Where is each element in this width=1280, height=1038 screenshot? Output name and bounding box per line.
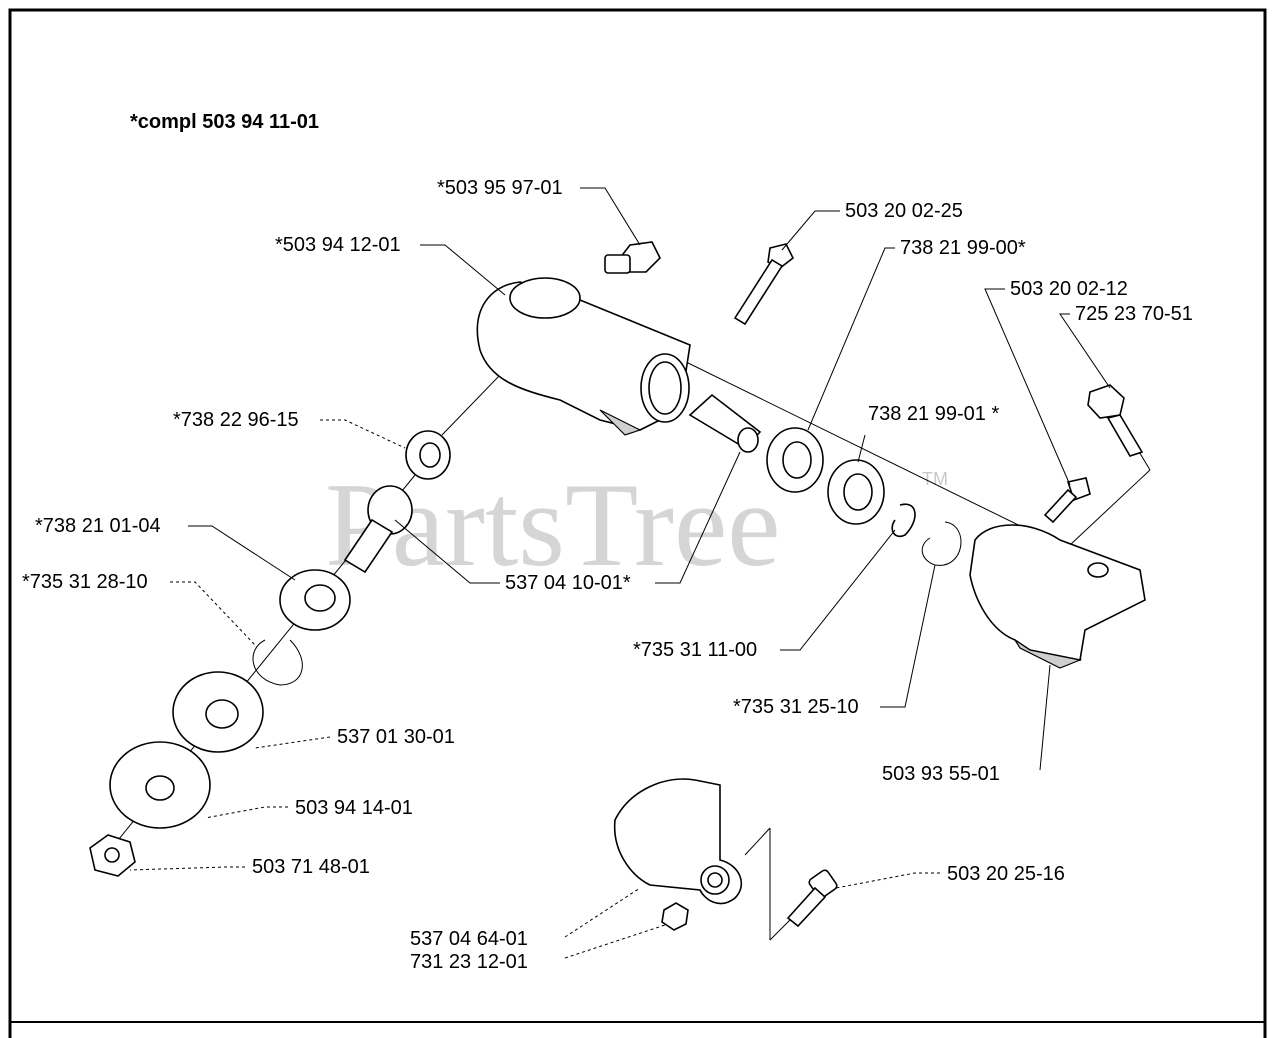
label-503200212[interactable]: 503 20 02-12	[1010, 278, 1128, 300]
label-731231201[interactable]: 731 23 12-01	[410, 951, 528, 973]
label-537046401[interactable]: 537 04 64-01	[410, 928, 528, 950]
screw-part-503202516[interactable]	[786, 869, 838, 928]
label-503714801[interactable]: 503 71 48-01	[252, 856, 370, 878]
label-503200225[interactable]: 503 20 02-25	[845, 200, 963, 222]
label-725237051[interactable]: 725 23 70-51	[1075, 303, 1193, 325]
assembly-title: *compl 503 94 11-01	[130, 111, 319, 133]
label-503941401[interactable]: 503 94 14-01	[295, 797, 413, 819]
label-503959701[interactable]: *503 95 97-01	[437, 177, 563, 199]
label-738219901[interactable]: 738 21 99-01 *	[868, 403, 999, 425]
label-738219900[interactable]: 738 21 99-00*	[900, 237, 1026, 259]
clamp-part-537046401[interactable]	[613, 778, 743, 905]
flange-part-537013001[interactable]	[172, 671, 264, 753]
label-735312810[interactable]: *735 31 28-10	[22, 571, 148, 593]
label-503935501[interactable]: 503 93 55-01	[882, 763, 1000, 785]
screw-part-503200212[interactable]	[1043, 477, 1091, 524]
leader-lines	[129, 187, 1111, 959]
bolt-part-725237051[interactable]	[1087, 384, 1144, 457]
bearing-part-738210104[interactable]	[279, 569, 351, 631]
watermark-tm: TM	[922, 469, 948, 489]
label-537013001[interactable]: 537 01 30-01	[337, 726, 455, 748]
nut-part-731231201[interactable]	[661, 902, 689, 931]
bearing-part-738219900[interactable]	[766, 427, 824, 493]
pinion-part-537041001a[interactable]	[688, 393, 762, 453]
circlip-part-735312810[interactable]	[252, 639, 303, 686]
bearing-part-738219901[interactable]	[827, 459, 885, 525]
gear-housing-part[interactable]	[476, 277, 691, 436]
label-735311100[interactable]: *735 31 11-00	[633, 639, 757, 661]
diagram-border	[8, 8, 1267, 1038]
circlip-part-735311100[interactable]	[891, 503, 916, 538]
label-503202516[interactable]: 503 20 25-16	[947, 863, 1065, 885]
bolt-part-503959701[interactable]	[604, 241, 661, 274]
label-738229615[interactable]: *738 22 96-15	[173, 409, 299, 431]
label-735312510[interactable]: *735 31 25-10	[733, 696, 859, 718]
nut-part-503714801[interactable]	[89, 834, 136, 877]
cup-part-503941401[interactable]	[109, 741, 211, 829]
label-738210104[interactable]: *738 21 01-04	[35, 515, 161, 537]
gear-shaft-part-537041001b[interactable]	[343, 485, 413, 574]
label-503941201[interactable]: *503 94 12-01	[275, 234, 401, 256]
bearing-part-738229615[interactable]	[405, 430, 451, 480]
circlip-part-735312510[interactable]	[921, 521, 962, 566]
label-537041001[interactable]: 537 04 10-01*	[505, 572, 631, 594]
screw-part-503200225[interactable]	[733, 243, 795, 326]
guard-part-503935501[interactable]	[969, 524, 1146, 669]
